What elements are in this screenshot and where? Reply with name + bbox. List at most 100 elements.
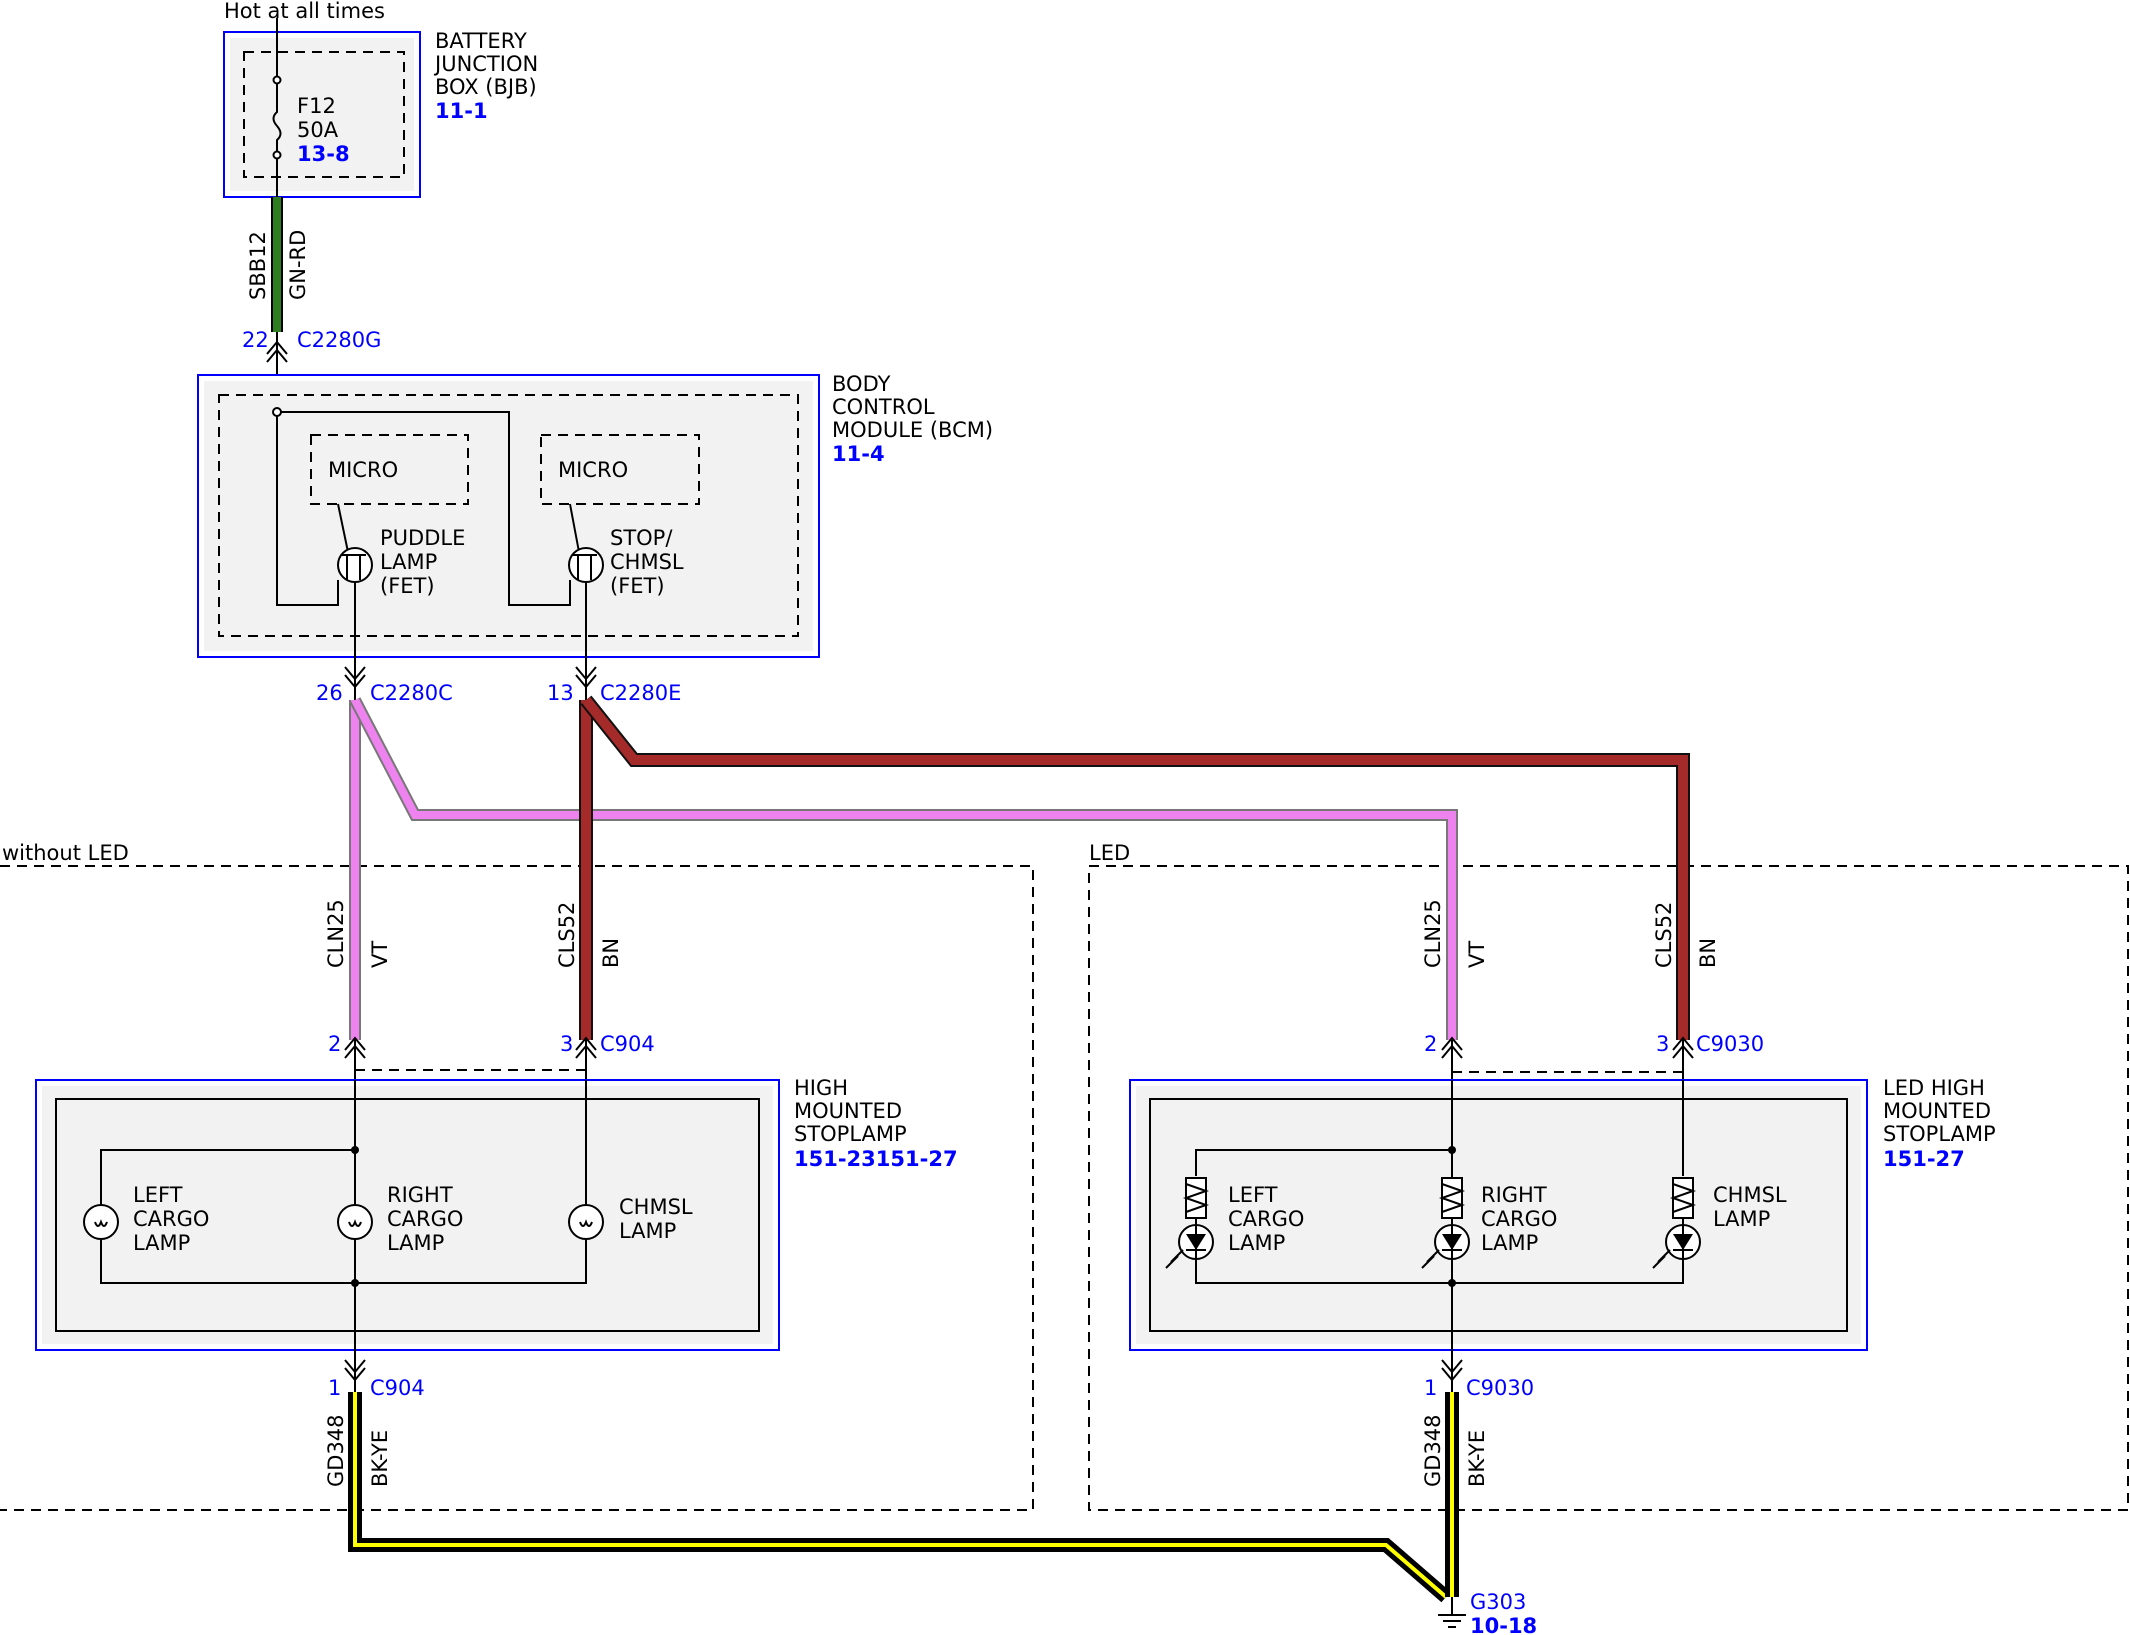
c904-bottom-connector[interactable]: C904: [370, 1376, 425, 1400]
battery-junction-box[interactable]: [223, 31, 421, 198]
wire-gd348-left-color: BK-YE: [368, 1430, 392, 1487]
fuse-ref-link[interactable]: 13-8: [297, 142, 350, 166]
micro-box-1: [310, 434, 469, 505]
led-hms-chmsl-lamp-label: CHMSL LAMP: [1713, 1183, 1787, 1231]
hms-label: HIGH MOUNTED STOPLAMP 151-23151-27: [794, 1076, 958, 1171]
svg-text:LEFT: LEFT: [133, 1183, 183, 1207]
svg-text:LAMP: LAMP: [1713, 1207, 1770, 1231]
wire-cls52-left-circuit: CLS52: [555, 902, 579, 968]
svg-text:STOPLAMP: STOPLAMP: [794, 1122, 907, 1146]
fet-transistor-icon: [568, 503, 604, 680]
hms-chmsl-lamp-label: CHMSL LAMP: [619, 1195, 693, 1243]
wire-cls52-bn[interactable]: [579, 695, 1690, 1040]
hms-right-cargo-lamp-label: RIGHT CARGO LAMP: [387, 1183, 463, 1255]
svg-text:LED HIGH: LED HIGH: [1883, 1076, 1985, 1100]
wire-gd348-right-circuit: GD348: [1421, 1414, 1445, 1487]
bcm-ref-link[interactable]: 11-4: [832, 442, 885, 466]
svg-text:STOPLAMP: STOPLAMP: [1883, 1122, 1996, 1146]
svg-text:BATTERY: BATTERY: [435, 29, 527, 53]
wire-sbb12-circuit: SBB12: [246, 231, 270, 300]
led-high-mounted-stoplamp[interactable]: [1129, 1079, 1868, 1351]
c2280e-pin: 13: [547, 681, 574, 705]
svg-text:RIGHT: RIGHT: [1481, 1183, 1547, 1207]
c2280c-connector[interactable]: C2280C: [370, 681, 453, 705]
ground-icon: [1438, 1597, 1466, 1628]
svg-text:BODY: BODY: [832, 372, 891, 396]
connector-c904-bottom-icon: [344, 1350, 366, 1392]
wire-gd348-left-circuit: GD348: [324, 1414, 348, 1487]
high-mounted-stoplamp[interactable]: [35, 1079, 780, 1351]
fet-stop-chmsl-label: STOP/ CHMSL (FET): [610, 526, 684, 598]
led-hms-ref-link[interactable]: 151-27: [1883, 1147, 1965, 1171]
fet-puddle-lamp-label: PUDDLE LAMP (FET): [380, 526, 465, 598]
hms-internal-wiring: [100, 1080, 587, 1350]
svg-text:LAMP: LAMP: [387, 1231, 444, 1255]
hms-ref-link[interactable]: 151-23151-27: [794, 1147, 958, 1171]
bcm-label: BODY CONTROL MODULE (BCM) 11-4: [832, 372, 993, 466]
wire-cln25-vt[interactable]: [349, 697, 1458, 1040]
bjb-ref-link[interactable]: 11-1: [435, 99, 488, 123]
svg-text:CARGO: CARGO: [1228, 1207, 1304, 1231]
connector-c2280e-icon: [575, 657, 597, 700]
svg-text:MOUNTED: MOUNTED: [794, 1099, 902, 1123]
c9030-bottom-connector[interactable]: C9030: [1466, 1376, 1534, 1400]
hot-at-all-times-note: Hot at all times: [224, 0, 385, 23]
c2280e-connector[interactable]: C2280E: [600, 681, 681, 705]
c2280c-pin: 26: [316, 681, 343, 705]
region-led: [1088, 865, 2129, 1511]
bulb-icon: [83, 1204, 119, 1240]
c2280g-connector[interactable]: C2280G: [297, 328, 381, 352]
region-without-led-label: without LED: [2, 841, 129, 865]
ground-ref-link[interactable]: 10-18: [1470, 1614, 1537, 1635]
svg-text:BOX (BJB): BOX (BJB): [435, 75, 537, 99]
svg-text:F12: F12: [297, 94, 336, 118]
svg-text:MOUNTED: MOUNTED: [1883, 1099, 1991, 1123]
region-led-label: LED: [1089, 841, 1130, 865]
c9030-top-pin-2: 2: [1424, 1032, 1437, 1056]
wire-sbb12-color: GN-RD: [286, 230, 310, 300]
svg-text:CONTROL: CONTROL: [832, 395, 935, 419]
svg-text:LEFT: LEFT: [1228, 1183, 1278, 1207]
led-hms-label: LED HIGH MOUNTED STOPLAMP 151-27: [1883, 1076, 1996, 1171]
svg-text:HIGH: HIGH: [794, 1076, 848, 1100]
c9030-bottom-pin: 1: [1424, 1376, 1437, 1400]
svg-text:RIGHT: RIGHT: [387, 1183, 453, 1207]
c2280g-pin: 22: [242, 328, 269, 352]
svg-text:LAMP: LAMP: [133, 1231, 190, 1255]
wire-gd348-bk-ye[interactable]: [348, 1392, 1459, 1603]
bulb-icon: [568, 1204, 604, 1240]
fuse-f12-icon: [272, 18, 282, 197]
svg-text:LAMP: LAMP: [1481, 1231, 1538, 1255]
svg-text:PUDDLE: PUDDLE: [380, 526, 465, 550]
bcm-internal-wiring: [272, 407, 571, 606]
wire-cls52-right-circuit: CLS52: [1652, 902, 1676, 968]
micro-label-2: MICRO: [558, 458, 628, 482]
wire-cln25-left-circuit: CLN25: [324, 899, 348, 968]
led-hms-left-cargo-lamp-label: LEFT CARGO LAMP: [1228, 1183, 1304, 1255]
led-icon: [1421, 1177, 1470, 1269]
svg-text:CARGO: CARGO: [1481, 1207, 1557, 1231]
c9030-top-connector[interactable]: C9030: [1696, 1032, 1764, 1056]
svg-text:JUNCTION: JUNCTION: [433, 52, 538, 76]
svg-text:LAMP: LAMP: [380, 550, 437, 574]
svg-text:CHMSL: CHMSL: [610, 550, 684, 574]
led-icon: [1652, 1177, 1701, 1269]
region-without-led: [0, 865, 1034, 1511]
ground-name[interactable]: G303: [1470, 1590, 1526, 1614]
c904-bottom-pin: 1: [328, 1376, 341, 1400]
wire-cls52-left-color: BN: [599, 938, 623, 968]
svg-text:CHMSL: CHMSL: [619, 1195, 693, 1219]
c9030-top-pin-3: 3: [1656, 1032, 1669, 1056]
bulb-icon: [337, 1204, 373, 1240]
bjb-label: BATTERY JUNCTION BOX (BJB) 11-1: [433, 29, 538, 123]
wire-cln25-right-circuit: CLN25: [1421, 899, 1445, 968]
svg-text:STOP/: STOP/: [610, 526, 673, 550]
wire-cln25-left-color: VT: [368, 941, 392, 968]
led-hms-right-cargo-lamp-label: RIGHT CARGO LAMP: [1481, 1183, 1557, 1255]
c904-top-pin-3: 3: [560, 1032, 573, 1056]
svg-text:(FET): (FET): [610, 574, 665, 598]
c904-top-connector[interactable]: C904: [600, 1032, 655, 1056]
svg-text:CARGO: CARGO: [387, 1207, 463, 1231]
micro-box-2: [540, 434, 700, 505]
svg-text:LAMP: LAMP: [1228, 1231, 1285, 1255]
